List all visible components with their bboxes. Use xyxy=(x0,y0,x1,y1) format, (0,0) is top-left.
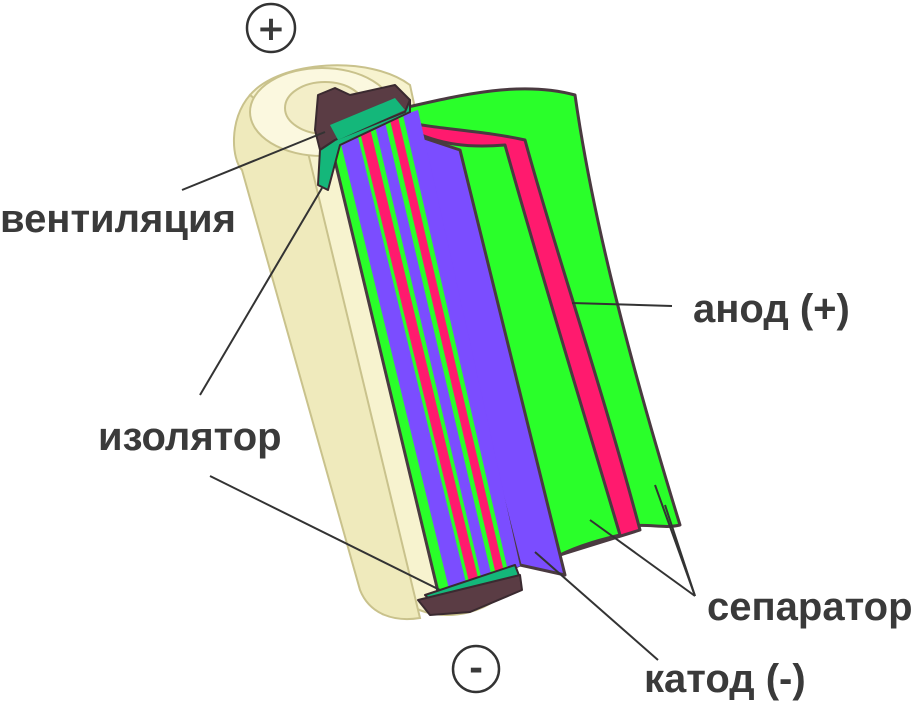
leader-separator-1 xyxy=(589,519,696,597)
label-insulator: изолятор xyxy=(98,415,282,459)
positive-terminal-circle xyxy=(245,2,297,54)
label-anode: анод (+) xyxy=(693,287,850,331)
negative-terminal: - xyxy=(451,644,501,694)
negative-terminal-circle xyxy=(451,644,501,694)
rolled-cathode-2 xyxy=(375,122,492,581)
positive-terminal: + xyxy=(245,2,297,54)
label-cathode: катод (-) xyxy=(644,657,806,701)
casing-shell-left xyxy=(233,93,422,620)
top-cap xyxy=(314,84,411,191)
rolled-cathode-1 xyxy=(340,133,467,593)
rolled-cathode-3 xyxy=(403,110,520,571)
bottom-cap xyxy=(417,564,523,616)
label-separator: сепаратор xyxy=(707,585,913,629)
negative-terminal-sign: - xyxy=(469,649,483,689)
bottom-shell xyxy=(417,574,523,616)
rolled-anode-1 xyxy=(360,128,479,586)
leader-lines xyxy=(181,131,696,661)
leader-vent xyxy=(181,131,326,191)
leader-cathode xyxy=(534,551,659,661)
label-vent: вентиляция xyxy=(0,197,236,241)
leader-insulator-bottom xyxy=(209,475,441,591)
insulator-cap-face xyxy=(330,98,405,140)
positive-terminal-sign: + xyxy=(257,9,286,49)
leader-separator-3 xyxy=(664,504,696,597)
rolled-layers xyxy=(328,108,522,602)
leader-insulator-top xyxy=(199,187,323,396)
rolled-anode-2 xyxy=(390,117,504,575)
leader-anode xyxy=(571,302,673,307)
